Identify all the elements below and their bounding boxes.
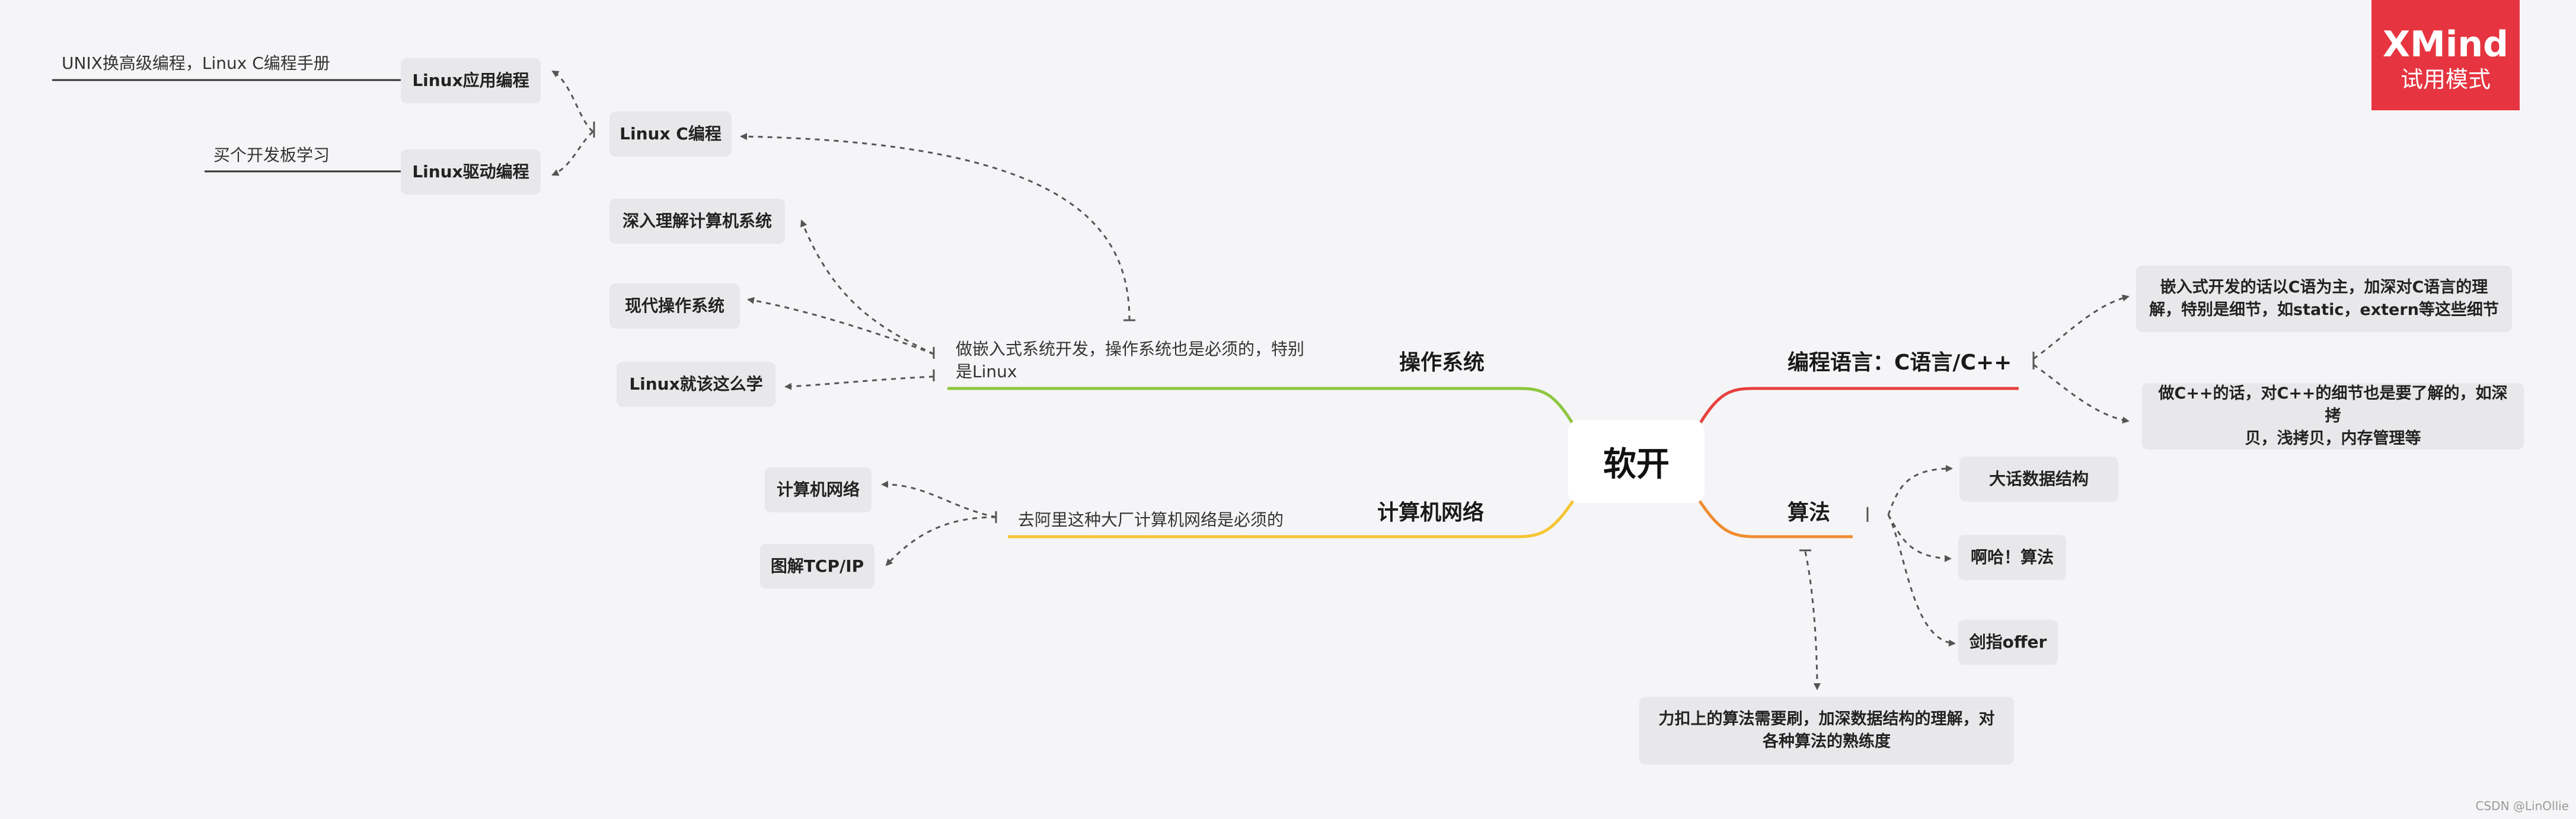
topic-csapp[interactable]: 深入理解计算机系统 <box>609 199 785 244</box>
dash-linuxc-driver <box>551 130 594 176</box>
dash-lang-cpp <box>2033 364 2130 424</box>
topic-modern-os[interactable]: 现代操作系统 <box>609 283 740 329</box>
dash-algo-leetcode <box>1804 551 1821 690</box>
branch-line-algo <box>1697 498 1853 538</box>
dash-algo-aha <box>1887 514 1952 562</box>
topic-aha[interactable]: 啊哈！算法 <box>1958 535 2066 580</box>
topic-linux-book[interactable]: Linux就该这么学 <box>617 362 775 407</box>
c-detail-line-2: 解，特别是细节，如static，extern等这些细节 <box>2149 301 2499 319</box>
topic-c-detail[interactable]: 嵌入式开发的话以C语为主，加深对C语言的理解，特别是细节，如static，ext… <box>2136 266 2512 332</box>
dash-os-modernos <box>747 297 934 355</box>
dash-lang-c <box>2033 294 2130 360</box>
central-topic[interactable]: 软开 <box>1568 420 1704 503</box>
topic-linux-app[interactable]: Linux应用编程 <box>401 58 541 103</box>
dash-algo-offer <box>1887 514 1956 647</box>
topic-leetcode[interactable]: 力扣上的算法需要刷，加深数据结构的理解，对各种算法的熟练度 <box>1639 697 2014 764</box>
linux-app-note: UNIX换高级编程，Linux C编程手册 <box>62 53 330 73</box>
dash-net-tcpip <box>885 516 997 566</box>
cpp-detail-line-2: 贝，浅拷贝，内存管理等 <box>2245 429 2421 448</box>
topic-cpp-detail[interactable]: 做C++的话，对C++的细节也是要了解的，如深拷贝，浅拷贝，内存管理等 <box>2142 383 2524 450</box>
dash-algo-dahua <box>1887 465 1953 515</box>
dash-os-linuxc <box>740 133 1131 321</box>
network-note: 去阿里这种大厂计算机网络是必须的 <box>1018 510 1284 530</box>
c-detail-line-1: 嵌入式开发的话以C语为主，加深对C语言的理 <box>2160 278 2488 297</box>
leetcode-line-1: 力扣上的算法需要刷，加深数据结构的理解，对 <box>1658 710 1995 728</box>
topic-computer-network[interactable]: 计算机网络 <box>765 467 872 512</box>
leetcode-line-2: 各种算法的熟练度 <box>1763 732 1891 751</box>
os-note-line-1: 做嵌入式系统开发，操作系统也是必须的，特别 <box>956 339 1305 359</box>
linux-driver-note: 买个开发板学习 <box>213 145 330 165</box>
xmind-logo: XMind <box>2382 24 2509 65</box>
trial-mode-label: 试用模式 <box>2400 66 2491 93</box>
branch-line-lang <box>1697 387 2019 427</box>
dash-os-csapp <box>800 219 934 355</box>
branch-lang-label[interactable]: 编程语言：C语言/C++ <box>1787 350 2012 375</box>
branch-line-network <box>1008 498 1576 538</box>
branch-line-os <box>947 387 1576 427</box>
dash-net-cn <box>881 480 997 518</box>
dash-linuxc-app <box>551 70 594 133</box>
topic-dahua[interactable]: 大话数据结构 <box>1959 457 2118 502</box>
os-note-line-2: 是Linux <box>956 362 1017 381</box>
topic-offer[interactable]: 剑指offer <box>1958 620 2058 665</box>
dash-os-linuxbook <box>784 375 934 390</box>
xmind-trial-badge[interactable]: XMind 试用模式 <box>2371 0 2520 110</box>
cpp-detail-line-1: 做C++的话，对C++的细节也是要了解的，如深拷 <box>2158 384 2508 425</box>
topic-linux-c[interactable]: Linux C编程 <box>609 111 732 157</box>
topic-tcpip[interactable]: 图解TCP/IP <box>760 544 874 589</box>
watermark: CSDN @LinOllie <box>2475 799 2569 813</box>
branch-os-label[interactable]: 操作系统 <box>1399 350 1485 375</box>
branch-algo-label[interactable]: 算法 <box>1787 501 1831 525</box>
branch-network-label[interactable]: 计算机网络 <box>1377 501 1485 525</box>
topic-linux-driver[interactable]: Linux驱动编程 <box>401 149 541 195</box>
